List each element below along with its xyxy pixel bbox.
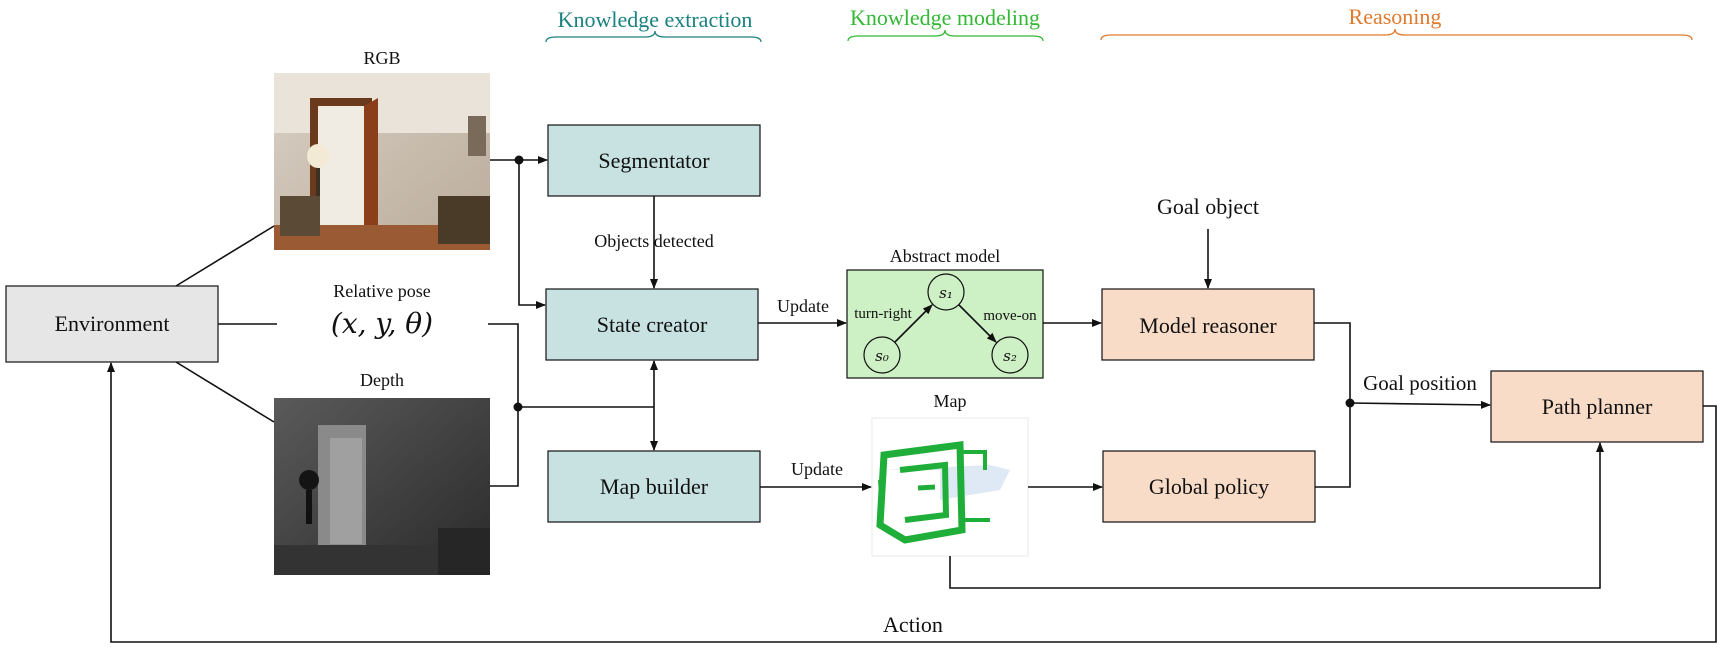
turn-right-label: turn-right (854, 306, 912, 322)
depth-out-edge (490, 407, 519, 487)
goal-object-label: Goal object (1157, 194, 1259, 219)
env-to-depth-edge (175, 361, 275, 423)
brace-reasoning (1100, 28, 1693, 41)
map-builder-label: Map builder (600, 474, 709, 499)
environment-label: Environment (55, 311, 170, 336)
environment-node: Environment (5, 285, 219, 363)
segmentator-label: Segmentator (598, 148, 710, 173)
rgb-to-state-creator-arrow (518, 160, 546, 309)
map-builder-node: Map builder (547, 450, 761, 523)
segmentator-node: Segmentator (547, 124, 761, 197)
state-s0-label: s₀ (875, 347, 889, 365)
update-state-label: Update (777, 296, 829, 316)
rgb-image (274, 73, 490, 250)
phase-knowledge-modeling: Knowledge modeling (850, 5, 1040, 30)
move-on-label: move-on (983, 308, 1037, 324)
state-creator-node: State creator (545, 288, 759, 361)
relative-pose-label: Relative pose (333, 281, 430, 301)
state-s1-label: s₁ (939, 284, 953, 302)
junction-to-path-planner-arrow (1349, 400, 1491, 409)
model-reasoner-node: Model reasoner (1101, 288, 1315, 361)
transition-move-on (958, 304, 997, 343)
map-label: Map (934, 391, 967, 411)
depth-label: Depth (360, 370, 404, 390)
map-to-path-planner-arrow (949, 442, 1604, 589)
state-s2-label: s₂ (1003, 347, 1017, 365)
abstract-model-node: s₁ s₀ s₂ turn-right move-on (846, 269, 1044, 379)
map-image (871, 417, 1029, 557)
state-creator-label: State creator (597, 312, 708, 337)
env-to-rgb-edge (175, 225, 275, 287)
phase-knowledge-extraction: Knowledge extraction (558, 7, 753, 32)
global-policy-label: Global policy (1149, 474, 1269, 499)
path-planner-node: Path planner (1490, 370, 1704, 443)
phase-reasoning: Reasoning (1349, 4, 1442, 29)
brace-knowledge-modeling (847, 29, 1044, 42)
update-map-label: Update (791, 459, 843, 479)
goal-position-label: Goal position (1363, 371, 1477, 395)
relative-pose-value: (x, y, θ) (331, 307, 433, 340)
rgb-label: RGB (363, 48, 400, 68)
policy-to-junction-edge (1315, 403, 1351, 488)
state-s1-node (927, 273, 965, 311)
action-label: Action (883, 612, 943, 637)
reasoner-to-junction-edge (1314, 322, 1351, 403)
state-s2-node (991, 336, 1029, 374)
depth-image (274, 398, 490, 575)
objects-detected-label: Objects detected (594, 231, 713, 251)
pose-to-junction-edge (488, 323, 519, 407)
model-reasoner-label: Model reasoner (1139, 313, 1277, 338)
state-s0-node (863, 336, 901, 374)
transition-turn-right (894, 304, 933, 343)
brace-knowledge-extraction (545, 30, 762, 43)
abstract-model-label: Abstract model (890, 246, 1000, 266)
action-loop-arrow (107, 362, 1717, 643)
path-planner-label: Path planner (1542, 394, 1653, 419)
global-policy-node: Global policy (1102, 450, 1316, 523)
